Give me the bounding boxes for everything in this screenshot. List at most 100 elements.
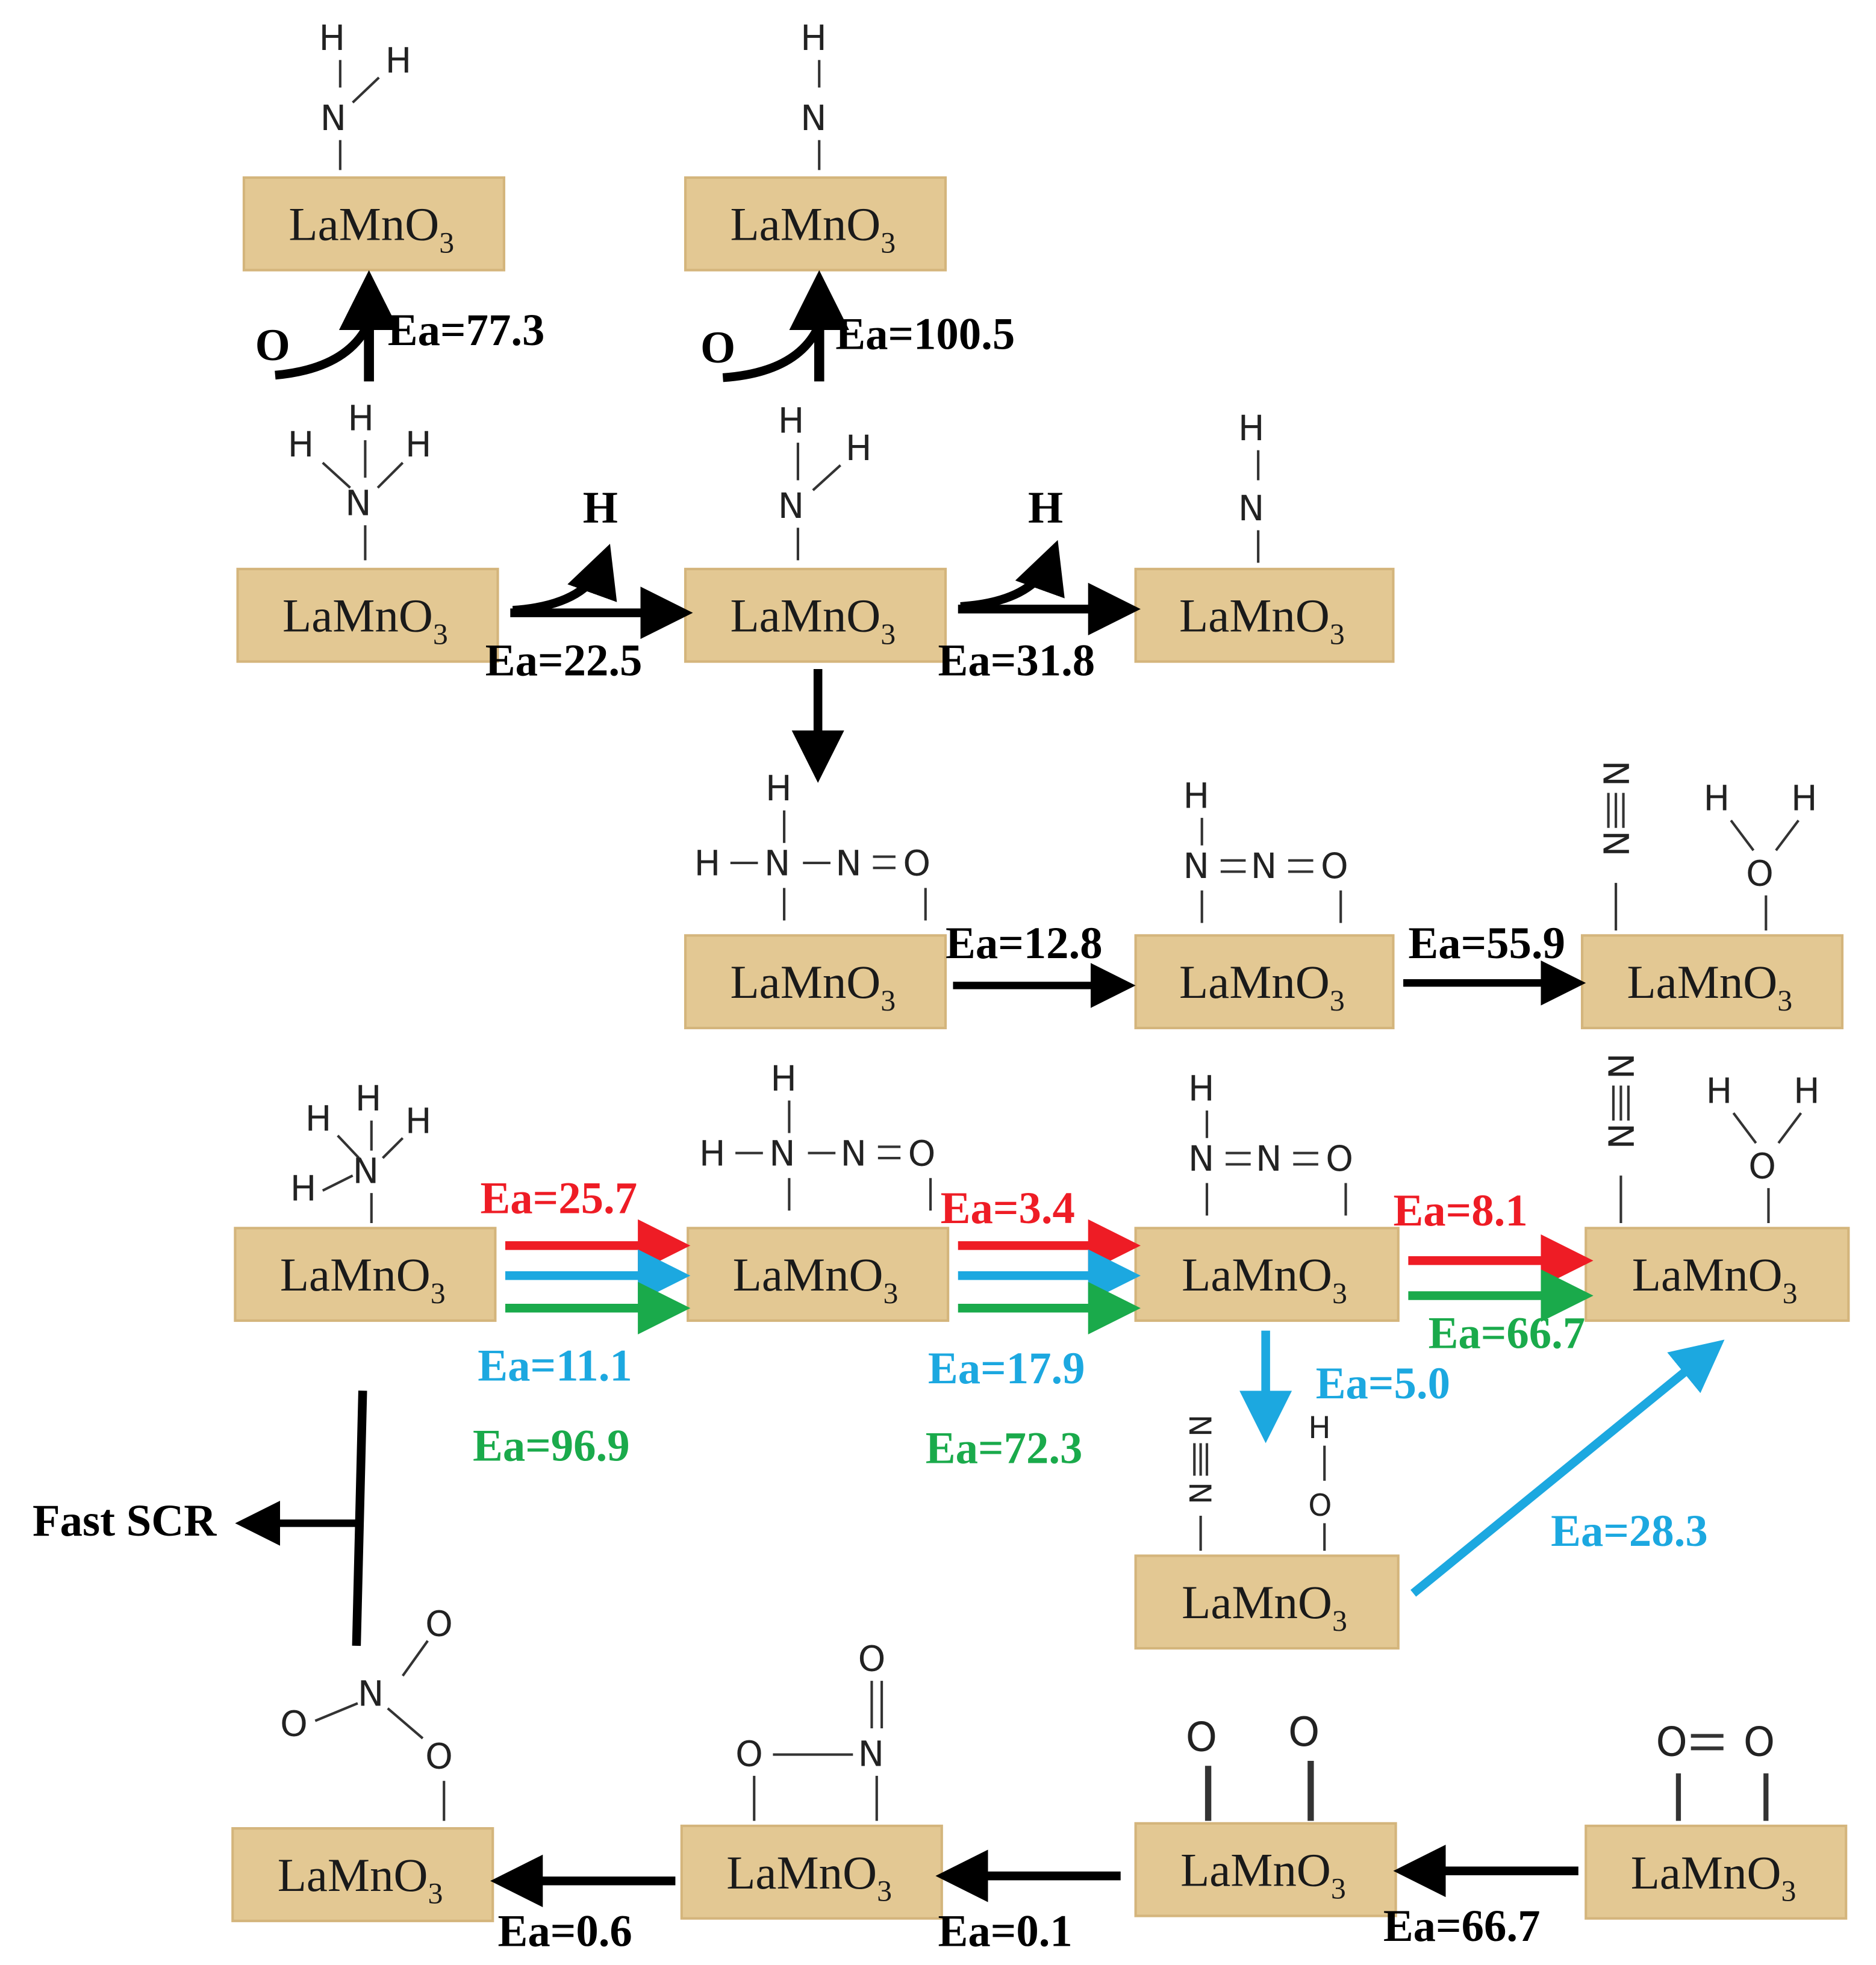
ea-label: Ea=0.1 (938, 1906, 1073, 1956)
atom-h: H (1703, 778, 1730, 819)
ea-label-blue: Ea=5.0 (1316, 1359, 1450, 1409)
lamno3-slab: LaMnO3 (231, 1827, 494, 1922)
molecule-nitrite-row6: O N O (735, 1638, 886, 1821)
atom-n: N (841, 1133, 867, 1174)
molecule-nh2-top-left: H H N (319, 17, 412, 170)
molecule-2o-row6: O O (1186, 1708, 1320, 1821)
lamno3-slab: LaMnO3 (684, 934, 947, 1030)
atom-o: O (280, 1703, 308, 1744)
atom-h: H (1238, 408, 1265, 449)
lamno3-slab: LaMnO3 (1580, 934, 1844, 1030)
slab-label: LaMnO3 (1627, 956, 1792, 1017)
atom-n: N (320, 98, 346, 139)
atom-o: O (903, 843, 930, 884)
molecule-hnno-row3: H N N O (1183, 776, 1348, 923)
atom-h-leaving: H (583, 483, 618, 533)
slab-label: LaMnO3 (1179, 590, 1345, 651)
atom-h: H (319, 17, 346, 58)
atom-o: O (1321, 845, 1348, 886)
molecule-nh3-row2: H H H N (288, 397, 432, 561)
atom-n: N (1188, 1138, 1214, 1179)
atom-h-leaving: H (1028, 483, 1063, 533)
lamno3-slab: LaMnO3 (234, 1227, 497, 1322)
slab-label: LaMnO3 (1631, 1847, 1797, 1908)
atom-n: N (764, 843, 790, 884)
atom-n: N (1595, 830, 1636, 856)
atom-h: H (405, 1100, 432, 1141)
atom-h: H (765, 768, 792, 809)
slab-label: LaMnO3 (1180, 1845, 1346, 1905)
ea-label: Ea=55.9 (1408, 918, 1565, 968)
atom-h: H (846, 428, 872, 469)
lamno3-slab: LaMnO3 (680, 1824, 943, 1920)
ea-label: Ea=12.8 (946, 918, 1103, 968)
slab-label: LaMnO3 (278, 1849, 443, 1910)
curve-h (960, 540, 1065, 611)
molecule-n2-h2o-row4: N N H H O (1600, 1053, 1820, 1224)
atom-o: O (1746, 853, 1774, 894)
ea-label-green: Ea=96.9 (473, 1421, 630, 1471)
slab-label: LaMnO3 (733, 1249, 899, 1310)
atom-o: O (858, 1638, 886, 1679)
molecule-o2-row6: O O (1656, 1719, 1775, 1821)
atom-h: H (1706, 1071, 1733, 1112)
ea-label-red: Ea=8.1 (1393, 1186, 1527, 1236)
atom-h: H (347, 397, 374, 438)
molecule-n2-h2o-row3: N N H H O (1595, 761, 1818, 931)
atom-h: H (1188, 1068, 1215, 1109)
lamno3-slab: LaMnO3 (1585, 1227, 1850, 1322)
atom-h: H (385, 40, 412, 81)
atom-h: H (290, 1168, 317, 1209)
atom-h: H (405, 424, 432, 465)
lamno3-slab: LaMnO3 (1134, 1227, 1400, 1322)
slab-label: LaMnO3 (1632, 1249, 1798, 1310)
atom-n: N (1256, 1138, 1282, 1179)
atom-n: N (1600, 1123, 1641, 1149)
molecule-nh2-row2: H H N (778, 400, 872, 561)
atom-o: O (1744, 1719, 1775, 1766)
atom-n: N (1251, 845, 1277, 886)
ea-label-red: Ea=25.7 (480, 1173, 637, 1223)
atom-o: O (425, 1736, 453, 1777)
atom-h: H (1793, 1071, 1820, 1112)
curve-o-left (275, 325, 370, 380)
molecule-hnno-row4: H N N O (1188, 1068, 1353, 1216)
fast-scr-label: Fast SCR (33, 1496, 217, 1546)
slab-label: LaMnO3 (1179, 956, 1345, 1017)
junction-bar (352, 1390, 367, 1646)
atom-h: H (305, 1098, 332, 1139)
lamno3-slab: LaMnO3 (1134, 1554, 1400, 1650)
atom-n: N (1600, 1053, 1641, 1079)
atom-n: N (353, 1151, 379, 1192)
atom-o-left: O (255, 320, 290, 370)
slab-label: LaMnO3 (282, 590, 448, 651)
molecule-nitrate-row6: O N O O (280, 1603, 453, 1821)
atom-n: N (1238, 488, 1264, 529)
slab-label: LaMnO3 (730, 956, 896, 1017)
ea-label-green: Ea=66.7 (1429, 1309, 1586, 1359)
ea-label-red: Ea=3.4 (941, 1183, 1075, 1233)
lamno3-slab: LaMnO3 (1134, 567, 1395, 663)
atom-h: H (699, 1133, 726, 1174)
ea-label-blue: Ea=28.3 (1551, 1506, 1708, 1556)
ea-label: Ea=0.6 (498, 1906, 632, 1956)
slab-label: LaMnO3 (288, 199, 454, 260)
atom-n: N (358, 1674, 384, 1714)
atom-n: N (858, 1733, 884, 1774)
curve-h (512, 544, 617, 615)
atom-o: O (425, 1603, 453, 1644)
atom-n: N (778, 485, 804, 526)
ea-label: Ea=22.5 (485, 635, 643, 685)
ea-label-green: Ea=72.3 (926, 1424, 1083, 1474)
ea-label: Ea=100.5 (835, 309, 1015, 359)
atom-n: N (1182, 1482, 1217, 1504)
molecule-nh-row2: H N (1238, 408, 1265, 563)
atom-o: O (735, 1733, 763, 1774)
lamno3-slab: LaMnO3 (242, 176, 505, 272)
lamno3-slab: LaMnO3 (1585, 1824, 1848, 1920)
lamno3-slab: LaMnO3 (684, 176, 947, 272)
molecule-nhno-row4: H H N N O (699, 1058, 935, 1211)
slab-label: LaMnO3 (280, 1249, 446, 1310)
